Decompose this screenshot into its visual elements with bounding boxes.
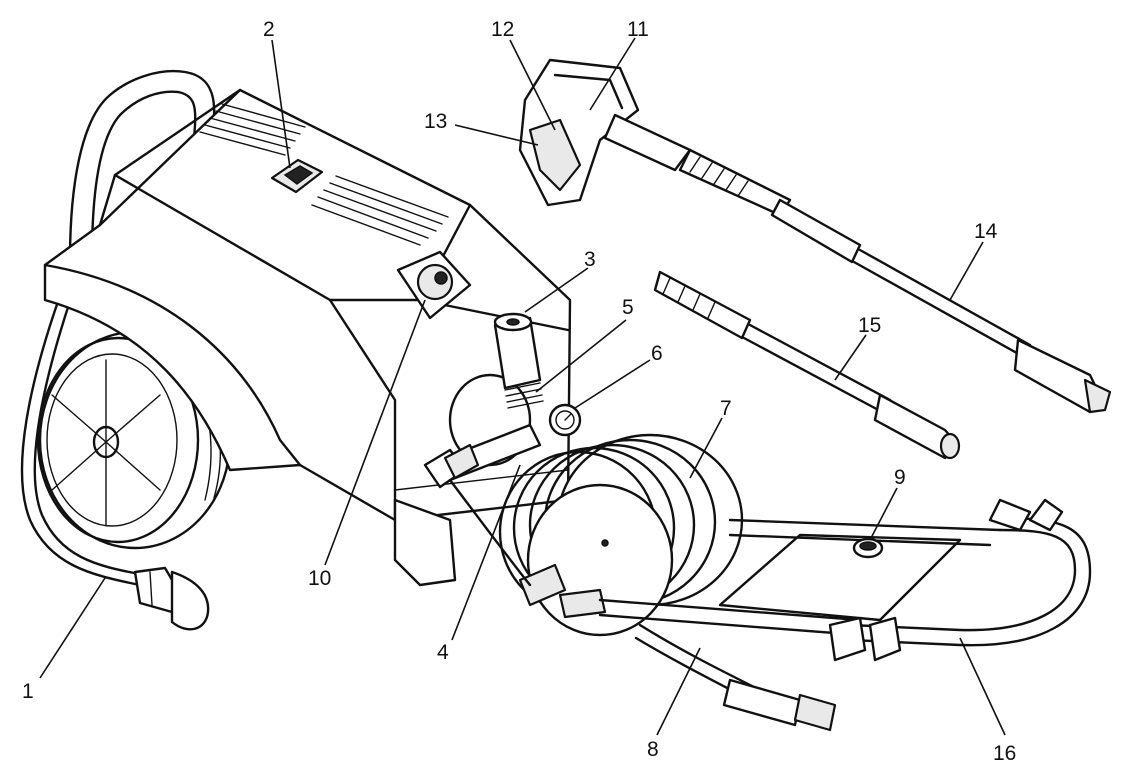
vent-grille-top (199, 103, 306, 156)
spray-gun (518, 58, 692, 207)
push-handle (828, 498, 1092, 662)
callout-5: 5 (622, 296, 634, 319)
pressure-control-knob (396, 250, 472, 320)
feed-hose (448, 478, 532, 587)
pressure-gauge (548, 403, 582, 437)
power-cable (20, 288, 142, 587)
power-plug (133, 566, 210, 631)
callout-labels: 1 2 3 4 5 6 7 8 9 10 11 12 13 14 15 16 (22, 18, 1016, 765)
vent-grille-front (311, 175, 449, 246)
callout-16: 16 (993, 742, 1016, 765)
trolley-frame (598, 518, 1002, 637)
spare-lance (653, 270, 961, 460)
hose-reel (498, 433, 744, 637)
detergent-cap (852, 537, 884, 559)
callout-6: 6 (651, 342, 663, 365)
callout-2: 2 (263, 18, 275, 41)
rear-handle (68, 70, 216, 262)
callout-15: 15 (858, 314, 881, 337)
inlet-hose (634, 623, 837, 732)
reel-connector (518, 563, 607, 619)
callout-11: 11 (627, 18, 649, 41)
callout-4: 4 (437, 641, 449, 664)
callout-9: 9 (894, 466, 906, 489)
callout-10: 10 (308, 567, 331, 590)
spray-lance (678, 148, 1112, 414)
leader-lines (39, 37, 1006, 736)
callout-1: 1 (22, 680, 34, 703)
callout-13: 13 (424, 110, 447, 133)
callout-7: 7 (720, 397, 732, 420)
callout-14: 14 (974, 220, 998, 243)
unloader-valve (493, 312, 544, 409)
motor-housing (43, 88, 572, 587)
high-pressure-outlet (423, 443, 480, 489)
callout-8: 8 (647, 738, 659, 761)
callout-12: 12 (491, 18, 514, 41)
callout-3: 3 (584, 248, 596, 271)
